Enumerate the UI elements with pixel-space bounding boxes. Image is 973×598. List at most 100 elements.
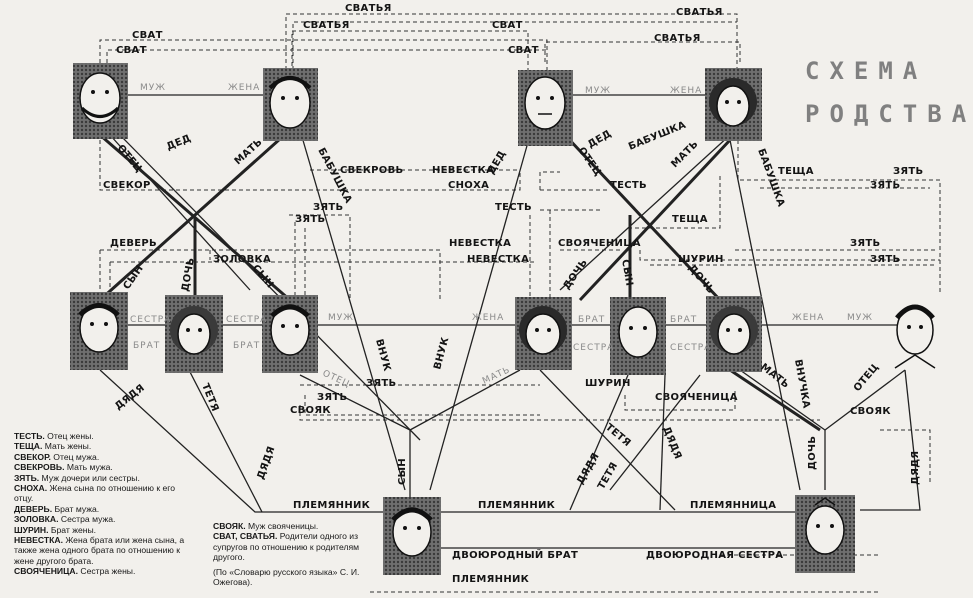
label-otec-left: ОТЕЦ	[115, 143, 144, 175]
label-plemyannik-left: ПЛЕМЯННИК	[293, 500, 371, 511]
label-brat-2: БРАТ	[233, 341, 260, 351]
label-sestra-2: СЕСТРА	[226, 315, 267, 325]
label-zyat-center-2: ЗЯТЬ	[295, 214, 325, 225]
definitions-note: СВОЯК. Муж свояченицы. СВАТ, СВАТЬЯ. Род…	[213, 521, 383, 587]
label-zyat-right-top: ЗЯТЬ	[893, 166, 923, 177]
label-zyat-mid: ЗЯТЬ	[366, 378, 396, 389]
title-line1: СХЕМА	[805, 57, 927, 85]
portrait-grandfather-right	[518, 70, 573, 146]
label-mat-left: МАТЬ	[233, 137, 265, 167]
label-nevestka-top: НЕВЕСТКА	[432, 165, 494, 176]
legend-item: ШУРИН. Брат жены.	[14, 524, 97, 535]
label-svoyachenitsa-top: СВОЯЧЕНИЦА	[558, 238, 641, 249]
label-shurin-mid: ШУРИН	[585, 378, 631, 389]
label-muzh-mid: МУЖ	[328, 313, 354, 323]
legend-item: ДЕВЕРЬ. Брат мужа.	[14, 503, 100, 514]
legend-item: СВОЯЧЕНИЦА. Сестра жены.	[14, 566, 136, 577]
label-tetya-left: ТЕТЯ	[199, 382, 220, 413]
legend-item: ЗОЛОВКА. Сестра мужа.	[14, 514, 116, 525]
source-citation: (По «Словарю русского языка» С. И. Ожего…	[213, 566, 360, 588]
label-ded-right-2: ДЕД	[586, 128, 614, 150]
legend-item: СВЕКРОВЬ. Мать мужа.	[14, 462, 113, 473]
label-snokha: СНОХА	[448, 180, 489, 191]
label-sestra-1: СЕСТРА	[130, 315, 171, 325]
label-syn-center: СЫН	[397, 458, 408, 485]
bold-connectors	[98, 128, 821, 432]
note-item: СВОЯК. Муж свояченицы.	[213, 521, 319, 531]
label-muzh-top-left: МУЖ	[140, 83, 166, 93]
label-sestra-3: СЕСТРА	[573, 343, 614, 353]
note-item: СВАТ, СВАТЬЯ. Родители одного из супруго…	[213, 531, 360, 563]
label-sestra-4: СЕСТРА	[670, 343, 711, 353]
label-svoyak-right: СВОЯК	[850, 406, 891, 417]
label-svatya-2: СВАТЬЯ	[303, 20, 350, 31]
label-zolovka: ЗОЛОВКА	[213, 254, 271, 265]
label-zhena-right: ЖЕНА	[792, 313, 824, 323]
label-svatya-right: СВАТЬЯ	[654, 33, 701, 44]
portrait-grandmother-left	[263, 68, 318, 141]
portrait-girl-cousin	[795, 495, 855, 573]
label-zhena-mid: ЖЕНА	[472, 313, 504, 323]
label-ded-right: ДЕД	[486, 149, 508, 177]
label-otec-right-mid: ОТЕЦ	[852, 362, 881, 394]
label-dyadya-center: ДЯДЯ	[255, 445, 277, 481]
label-vnuchka: ВНУЧКА	[792, 359, 811, 410]
label-tetya-center-2: ТЕТЯ	[596, 461, 620, 492]
label-nevestka-2: НЕВЕСТКА	[467, 254, 529, 265]
portrait-uncle-left	[70, 292, 128, 370]
label-test-center: ТЕСТЬ	[495, 202, 532, 213]
label-zyat-right: ЗЯТЬ	[850, 238, 880, 249]
label-dvoyurodny-brat: ДВОЮРОДНЫЙ БРАТ	[452, 548, 578, 561]
label-svatya-top: СВАТЬЯ	[345, 3, 392, 14]
label-brat-4: БРАТ	[670, 315, 697, 325]
label-doch-right-2: ДОЧЬ	[686, 263, 716, 296]
legend-item: ТЕСТЬ. Отец жены.	[14, 431, 94, 441]
label-ded-left: ДЕД	[165, 133, 193, 153]
label-svat-left: СВАТ	[132, 30, 163, 41]
label-syn-right: СЫН	[619, 259, 635, 287]
legend-item: СВЕКОР. Отец мужа.	[14, 451, 100, 462]
label-svat-top: СВАТ	[492, 20, 523, 31]
label-plemyannik-mid: ПЛЕМЯННИК	[478, 500, 556, 511]
label-dyadya-right: ДЯДЯ	[910, 451, 921, 485]
label-svekrov: СВЕКРОВЬ	[340, 165, 403, 176]
label-vnuk-left: ВНУК	[373, 338, 392, 373]
label-syn-left-2: СЫН	[250, 263, 276, 291]
label-zyat-right-top-2: ЗЯТЬ	[870, 180, 900, 191]
portrait-grandfather-left	[73, 63, 128, 139]
label-otec-right: ОТЕЦ	[576, 145, 604, 178]
label-svekor: СВЕКОР	[103, 180, 151, 191]
portrait-boy-center	[383, 497, 441, 575]
label-zyat-center-1: ЗЯТЬ	[313, 202, 343, 213]
label-zyat-right-2: ЗЯТЬ	[870, 254, 900, 265]
portrait-grandmother-right	[705, 68, 762, 141]
portrait-father	[262, 295, 318, 373]
label-zhena-top-left: ЖЕНА	[228, 83, 260, 93]
label-doch-center: ДОЧЬ	[807, 436, 818, 470]
label-babushka-right-2: БАБУШКА	[755, 147, 786, 208]
label-svat-center: СВАТ	[508, 45, 539, 56]
label-test-right: ТЕСТЬ	[610, 180, 647, 191]
portraits	[70, 63, 936, 575]
label-muzh-top-right: МУЖ	[585, 86, 611, 96]
label-dever: ДЕВЕРЬ	[110, 238, 157, 249]
label-plemyannitsa: ПЛЕМЯННИЦА	[690, 500, 776, 511]
label-brat-1: БРАТ	[133, 341, 160, 351]
portrait-uncle-right	[610, 297, 666, 375]
legend-item: СНОХА. Жена сына по отношению к его отцу…	[14, 483, 175, 504]
portrait-aunt-right	[706, 296, 762, 372]
label-nevestka-1: НЕВЕСТКА	[449, 238, 511, 249]
label-zhena-top-right: ЖЕНА	[670, 86, 702, 96]
label-svoyachenitsa-mid: СВОЯЧЕНИЦА	[655, 392, 738, 403]
label-plemyannik-bottom: ПЛЕМЯННИК	[452, 574, 530, 585]
label-vnuk-right: ВНУК	[432, 335, 451, 370]
label-zyat-mid-2: ЗЯТЬ	[317, 392, 347, 403]
label-shurin-top: ШУРИН	[678, 254, 724, 265]
label-svoyak-left: СВОЯК	[290, 405, 331, 416]
portrait-mother	[515, 297, 572, 370]
legend-item: НЕВЕСТКА. Жена брата или жена сына, а та…	[14, 535, 185, 566]
portrait-uncle-by-marriage	[894, 304, 936, 369]
solid-connectors	[99, 94, 921, 549]
